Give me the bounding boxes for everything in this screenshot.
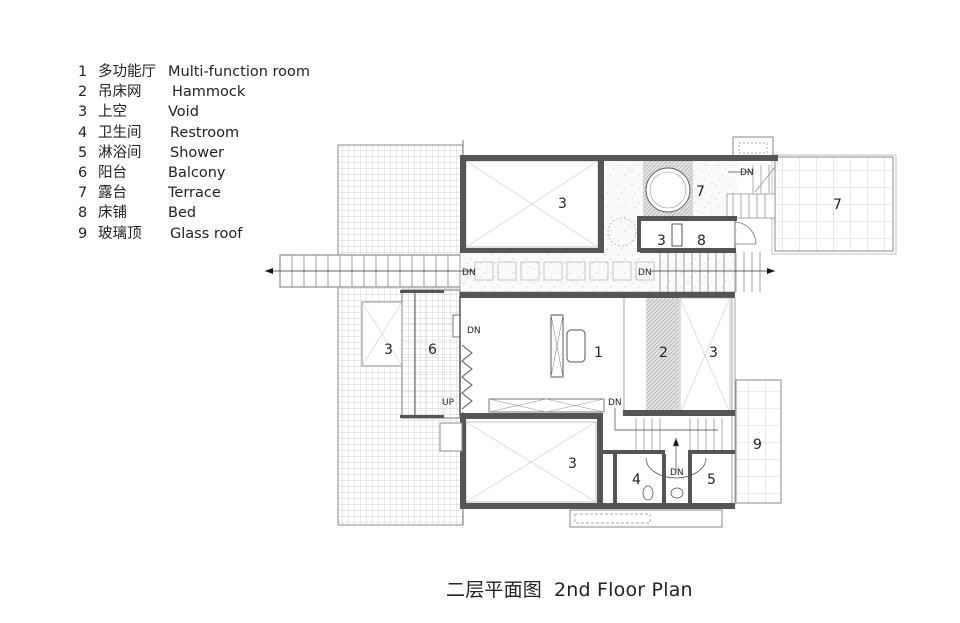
room-label-multi-function: 1 bbox=[594, 345, 603, 361]
void-left bbox=[361, 301, 403, 367]
void-top-left bbox=[462, 157, 602, 252]
planter bbox=[569, 509, 723, 528]
room-label-balcony: 6 bbox=[428, 342, 437, 358]
room-label-void: 3 bbox=[657, 233, 666, 249]
walls-top bbox=[460, 155, 778, 253]
dn-label: DN bbox=[608, 398, 622, 408]
door-swing bbox=[734, 221, 757, 245]
dn-label: DN bbox=[740, 168, 754, 178]
room-label-terrace: 7 bbox=[833, 197, 842, 213]
hammock-net bbox=[646, 298, 679, 413]
room-label-glass-roof: 9 bbox=[753, 437, 762, 453]
room-label-restroom: 4 bbox=[632, 472, 641, 488]
sink-icon bbox=[670, 487, 684, 499]
plan-title-en: 2nd Floor Plan bbox=[554, 579, 693, 601]
room-label-void: 3 bbox=[558, 196, 567, 212]
bed-room bbox=[639, 219, 736, 251]
up-label: UP bbox=[442, 398, 455, 408]
stair-lower bbox=[614, 408, 723, 470]
glass-roof bbox=[735, 379, 782, 504]
dn-label: DN bbox=[670, 468, 684, 478]
dn-label: DN bbox=[462, 268, 476, 278]
round-tub bbox=[645, 167, 691, 213]
plan-title-zh: 二层平面图 bbox=[446, 579, 543, 601]
room-label-void: 3 bbox=[709, 345, 718, 361]
dn-label: DN bbox=[467, 326, 481, 336]
room-label-bed: 8 bbox=[697, 233, 706, 249]
walls-bottom bbox=[460, 410, 735, 509]
plan-title: 二层平面图 2nd Floor Plan bbox=[446, 575, 693, 602]
room-label-void: 3 bbox=[568, 456, 577, 472]
void-right bbox=[679, 297, 736, 505]
toilet-icon bbox=[642, 485, 654, 501]
corridor bbox=[265, 251, 775, 293]
room-label-hammock: 2 bbox=[659, 345, 668, 361]
room-label-shower: 5 bbox=[707, 472, 716, 488]
room-label-terrace: 7 bbox=[696, 184, 705, 200]
dn-label: DN bbox=[638, 268, 652, 278]
void-bottom bbox=[465, 421, 597, 503]
balcony bbox=[400, 289, 462, 419]
room-label-void: 3 bbox=[384, 342, 393, 358]
stair-top bbox=[726, 165, 776, 219]
